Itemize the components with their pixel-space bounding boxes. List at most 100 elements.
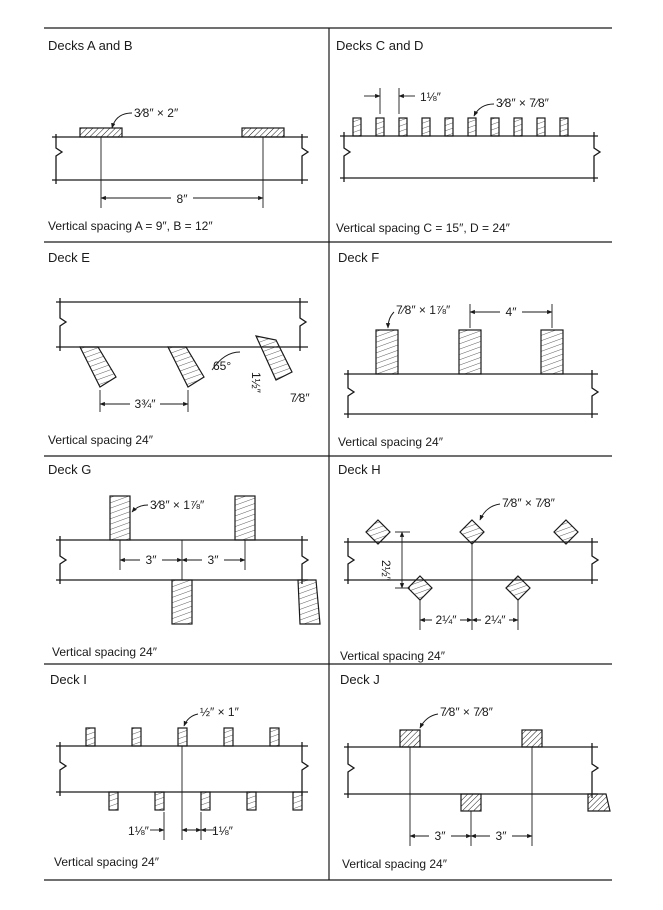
panel-title: Deck F xyxy=(338,250,379,265)
panel-frame-grid xyxy=(44,27,612,881)
panel-decks-a-b: Decks A and B 8″ 3⁄8″ × 2″ Vertical spac… xyxy=(48,38,310,233)
dimension-label: 3″ xyxy=(496,829,508,843)
panel-title: Deck H xyxy=(338,462,381,477)
break-mark xyxy=(347,743,356,798)
vertical-spacing-label: Vertical spacing A = 9″, B = 12″ xyxy=(48,219,213,233)
leader-arrow xyxy=(131,504,149,513)
dimension-label: 1⅛″ xyxy=(212,824,234,838)
break-mark xyxy=(301,134,310,184)
deck-board xyxy=(421,117,431,137)
depth-label: 1½″ xyxy=(249,372,263,394)
board-size-label: 7⁄8″ × 1⅞″ xyxy=(396,303,451,317)
panel-deck-j: Deck J 3″ 3″ 7⁄8″ × 7⁄8″ Vertical spacin… xyxy=(340,672,611,871)
dimension-label: 2½″ xyxy=(379,560,393,582)
deck-board xyxy=(398,117,408,137)
deck-board xyxy=(154,791,165,811)
deck-board xyxy=(490,117,500,137)
break-mark xyxy=(347,370,356,418)
board-size-label: 7⁄8″ × 7⁄8″ xyxy=(502,496,556,510)
break-mark xyxy=(593,132,602,182)
angle-arc xyxy=(211,351,241,371)
panel-title: Deck I xyxy=(50,672,87,687)
deck-board-diagonal xyxy=(365,519,391,545)
angle-label: 65° xyxy=(213,359,231,373)
break-mark xyxy=(59,742,68,796)
dimension-label: 1⅛″ xyxy=(128,824,150,838)
vertical-spacing-label: Vertical spacing 24″ xyxy=(52,645,158,659)
break-mark xyxy=(343,132,352,182)
vertical-spacing-label: Vertical spacing 24″ xyxy=(338,435,444,449)
break-mark xyxy=(299,298,308,351)
deck-board xyxy=(109,495,131,541)
panel-title: Decks C and D xyxy=(336,38,423,53)
board-size-label: 3⁄8″ × 1⅞″ xyxy=(150,498,205,512)
vertical-spacing-label: Vertical spacing 24″ xyxy=(340,649,446,663)
dimension-label: 2¼″ xyxy=(485,613,507,627)
break-mark xyxy=(301,536,310,584)
break-mark xyxy=(347,538,356,584)
deck-board xyxy=(587,793,611,812)
deck-board xyxy=(521,729,543,748)
leader-arrow xyxy=(111,112,133,129)
deck-board-inclined xyxy=(79,346,117,388)
break-mark xyxy=(591,743,600,798)
panel-decks-c-d: Decks C and D 1⅛″ 3⁄8″ × 7⁄8″ Vertical s… xyxy=(336,38,602,235)
break-mark xyxy=(591,538,600,584)
board-size-label: ½″ × 1″ xyxy=(200,705,240,719)
leader-arrow xyxy=(419,713,439,729)
panel-title: Deck G xyxy=(48,462,91,477)
deck-board xyxy=(108,791,119,811)
deck-board xyxy=(177,727,188,747)
deck-board xyxy=(444,117,454,137)
deck-board xyxy=(375,117,385,137)
dimension-label: 1⅛″ xyxy=(420,90,442,104)
deck-board xyxy=(200,791,211,811)
dimension-label: 3″ xyxy=(435,829,447,843)
board-size-label: 7⁄8″ × 7⁄8″ xyxy=(440,705,494,719)
panel-deck-f: Deck F 4″ 7⁄8″ × 1⅞″ Vertical spacing 24… xyxy=(338,250,600,449)
deck-board xyxy=(399,729,421,748)
thickness-label: 7⁄8″ xyxy=(290,391,310,405)
panel-title: Deck J xyxy=(340,672,380,687)
deck-board xyxy=(559,117,569,137)
deck-board xyxy=(352,117,362,137)
panel-deck-h: Deck H 2½″ 2¼″ 2¼″ 7⁄8″ × 7⁄8″ Vertical … xyxy=(338,462,600,663)
break-mark xyxy=(301,742,310,796)
deck-board xyxy=(297,579,321,625)
dimension-label: 2¼″ xyxy=(436,613,458,627)
deck-board-inclined xyxy=(254,335,293,381)
deck-board xyxy=(79,127,123,138)
deck-board xyxy=(540,329,564,375)
dimension-label: 3″ xyxy=(208,553,220,567)
dimension-label: 3″ xyxy=(146,553,158,567)
deck-board xyxy=(458,329,482,375)
deck-board xyxy=(241,127,285,138)
break-mark xyxy=(55,134,64,184)
deck-board xyxy=(467,117,477,137)
panel-deck-e: Deck E 3¾″ 65° 1½″ 7⁄8″ Vertical spacing… xyxy=(48,250,310,447)
deck-board xyxy=(223,727,234,747)
panel-deck-i: Deck I 1⅛″ 1⅛″ ½″ × 1″ Vertical spacing … xyxy=(50,672,310,869)
vertical-spacing-label: Vertical spacing 24″ xyxy=(48,433,154,447)
deck-board-diagonal xyxy=(553,519,579,545)
vertical-spacing-label: Vertical spacing 24″ xyxy=(54,855,160,869)
dimension-label: 4″ xyxy=(506,305,518,319)
deck-board xyxy=(292,791,303,811)
leader-arrow xyxy=(473,103,495,117)
deck-board-inclined xyxy=(167,346,205,388)
leader-arrow xyxy=(479,503,501,521)
deck-board xyxy=(246,791,257,811)
deck-board xyxy=(460,793,482,812)
panel-title: Decks A and B xyxy=(48,38,133,53)
panel-deck-g: Deck G 3″ 3″ 3⁄8″ × 1⅞″ Vertical spacing… xyxy=(48,462,321,659)
board-size-label: 3⁄8″ × 2″ xyxy=(134,106,179,120)
break-mark xyxy=(59,536,68,584)
leader-arrow xyxy=(183,713,199,727)
vertical-spacing-label: Vertical spacing C = 15″, D = 24″ xyxy=(336,221,511,235)
deck-board xyxy=(171,579,193,625)
break-mark xyxy=(591,370,600,418)
break-mark xyxy=(59,298,68,351)
dimension-label: 8″ xyxy=(177,192,189,206)
board-size-label: 3⁄8″ × 7⁄8″ xyxy=(496,96,550,110)
